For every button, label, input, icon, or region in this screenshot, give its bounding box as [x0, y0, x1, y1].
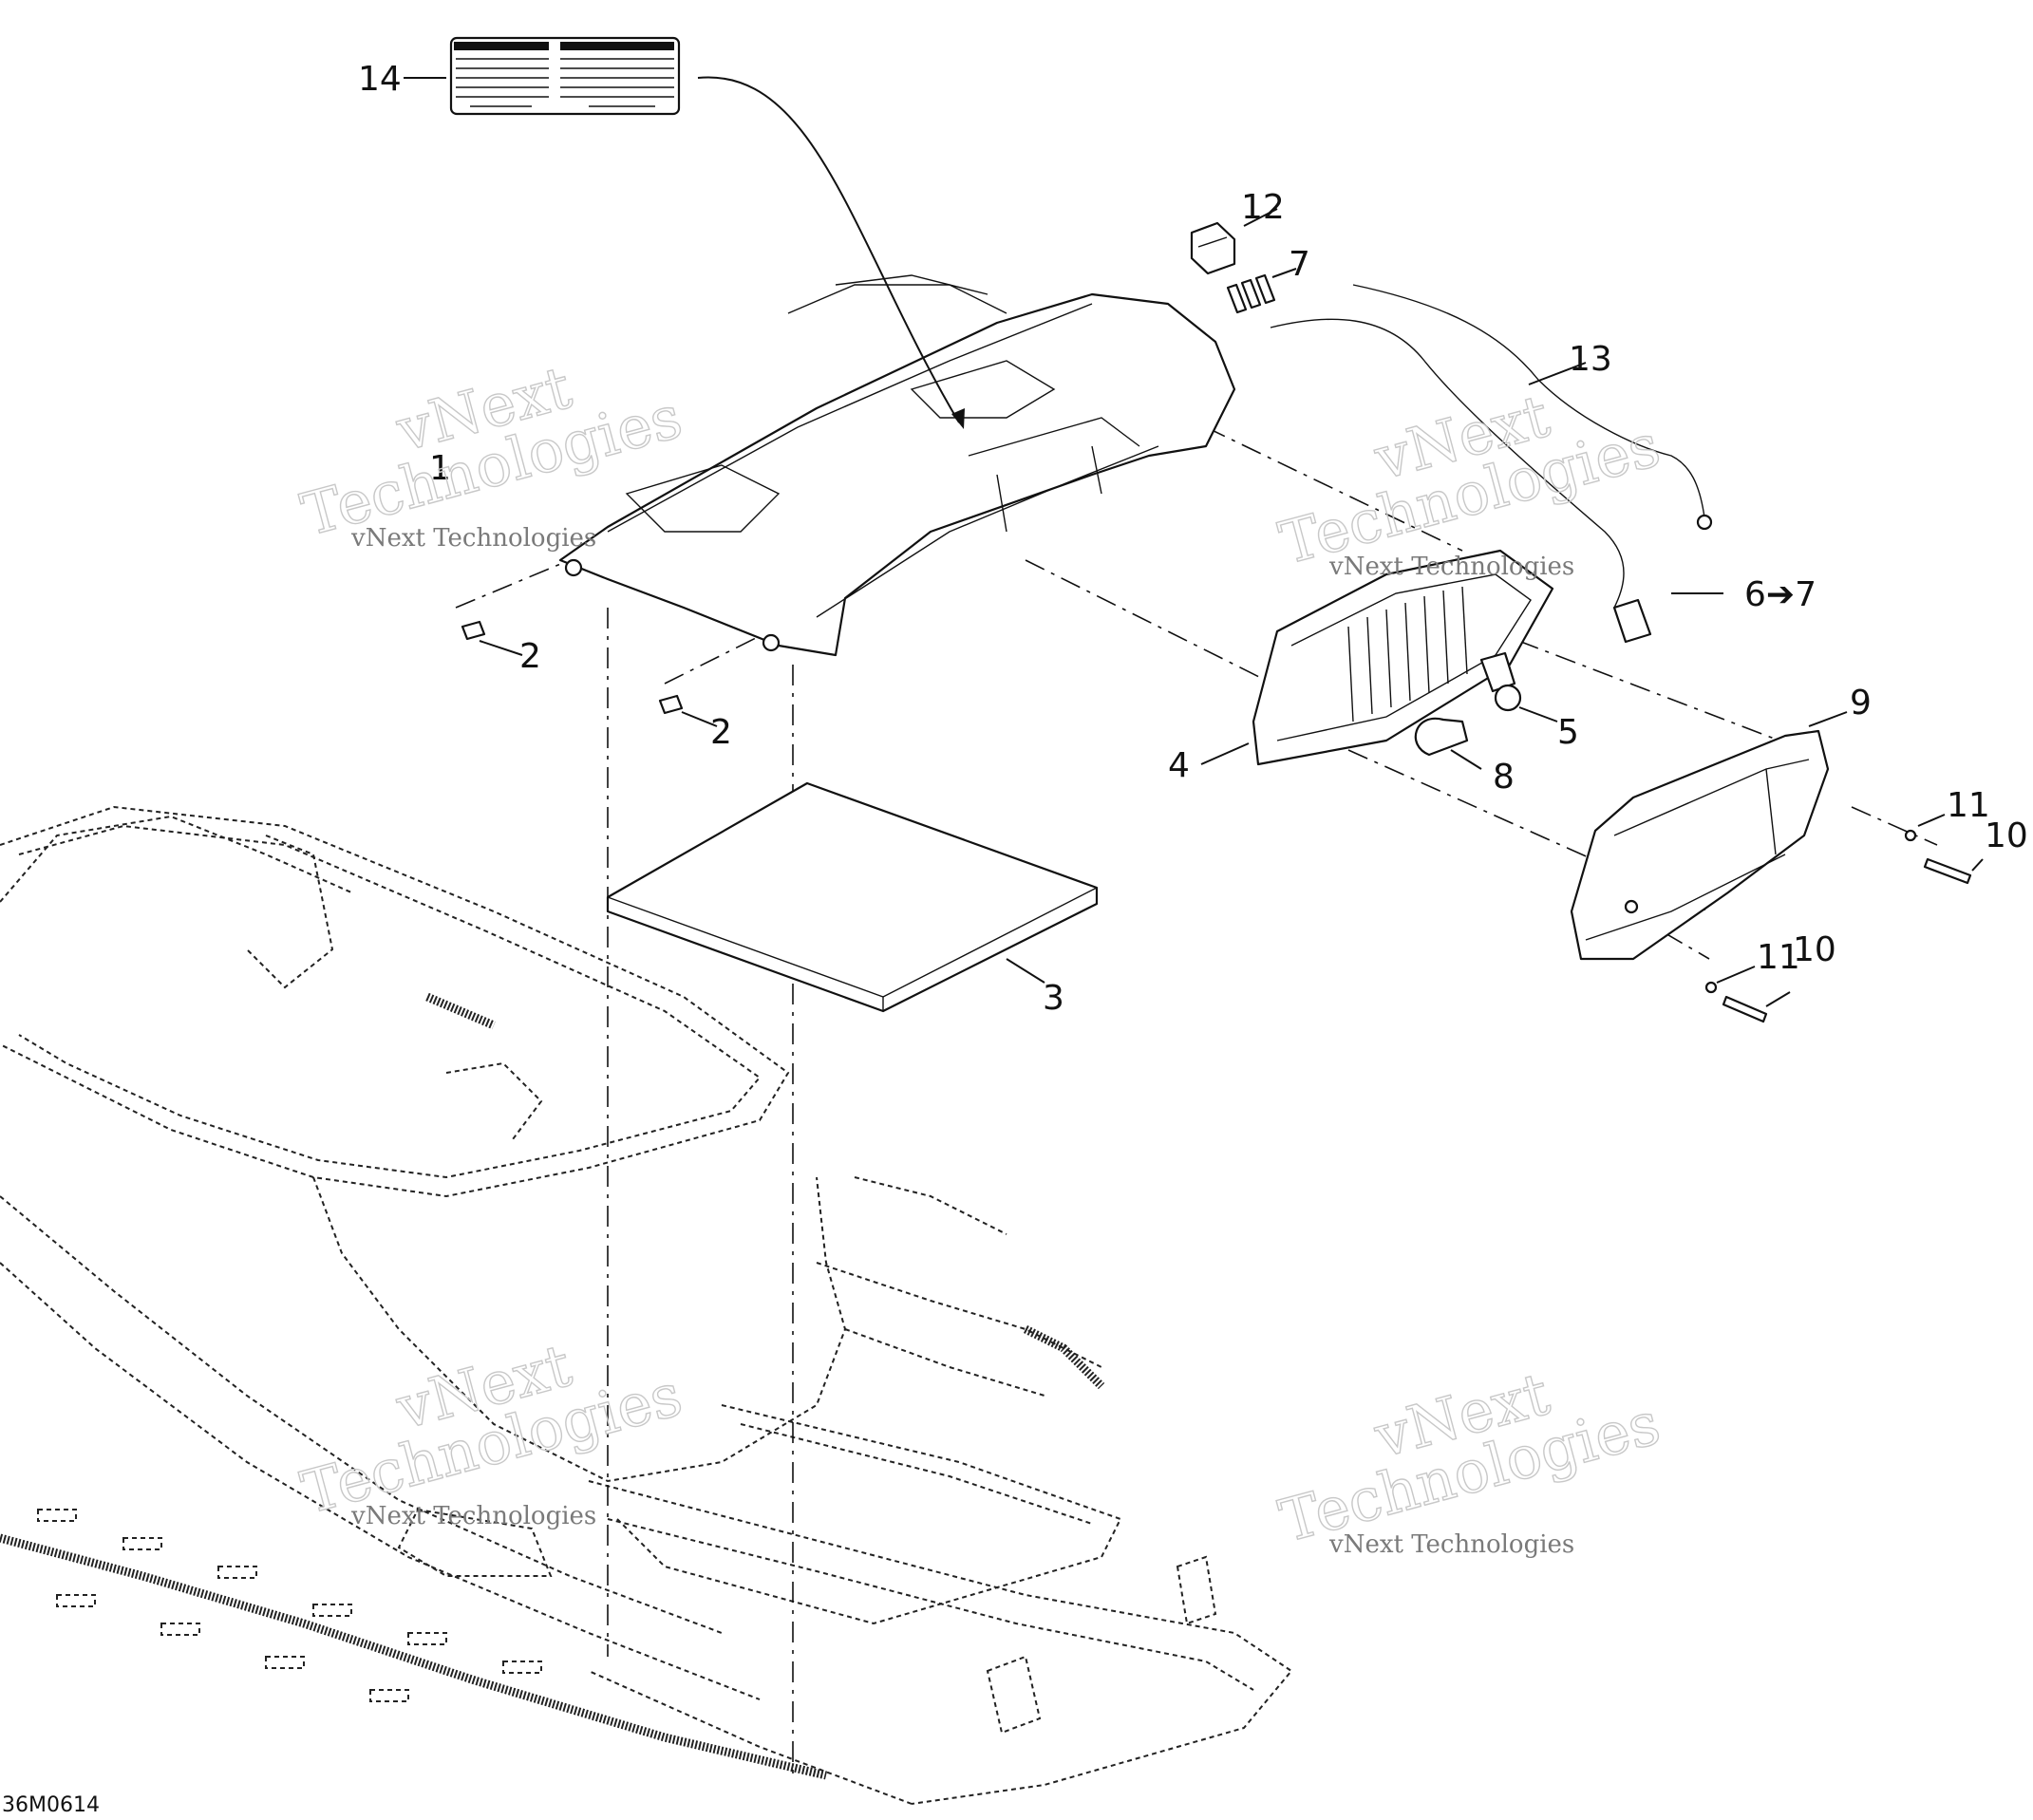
tail-lamp-lens-part-9 [1570, 729, 1830, 961]
callout-2b: 2 [710, 713, 732, 752]
callout-8: 8 [1493, 758, 1515, 797]
callout-7: 7 [1289, 245, 1310, 284]
svg-text:vNext Technologies: vNext Technologies [1328, 1530, 1574, 1559]
warning-label-part-14 [449, 36, 965, 429]
callout-numbers: 14 12 7 13 1 6➔7 2 2 9 5 4 8 11 10 11 10… [358, 60, 2028, 1018]
bulb-socket-part-5 [1479, 651, 1522, 712]
callout-1: 1 [429, 449, 451, 488]
screw-part-10a [1923, 857, 1972, 885]
watermark-bottom-left: vNext Technologies vNext Technologies [293, 1329, 689, 1530]
alignment-lines [455, 426, 1938, 1775]
drawing-code: 36M0614 [2, 1793, 100, 1817]
watermark-bottom-right: vNext Technologies vNext Technologies [1271, 1358, 1667, 1559]
callout-13: 13 [1569, 340, 1612, 379]
wiring-harness-part-13 [1270, 284, 1713, 644]
callout-3: 3 [1043, 979, 1064, 1018]
callout-6-to-7: 6➔7 [1744, 575, 1817, 614]
screw-part-10b [1722, 995, 1768, 1023]
callout-11b: 11 [1757, 938, 1800, 977]
callout-10b: 10 [1793, 930, 1836, 969]
rear-rack-part-1 [558, 274, 1236, 657]
callout-11a: 11 [1947, 786, 1990, 825]
svg-text:vNext Technologies: vNext Technologies [1328, 553, 1574, 581]
washer-part-11a [1904, 829, 1917, 842]
callout-9: 9 [1850, 684, 1872, 722]
tail-lamp-housing-part-4 [1252, 549, 1554, 766]
callout-14: 14 [358, 60, 402, 99]
washer-part-11b [1704, 981, 1718, 994]
terminals-part-7 [1226, 273, 1276, 314]
svg-text:vNext Technologies: vNext Technologies [350, 524, 596, 553]
bulb-part-8 [1414, 717, 1469, 757]
callout-2a: 2 [519, 637, 541, 676]
screw-part-2b [658, 694, 684, 715]
snowmobile-frame [0, 805, 1293, 1805]
screw-part-2a [461, 620, 486, 641]
connector-housing-part-12 [1190, 221, 1236, 275]
callout-4: 4 [1168, 746, 1190, 785]
svg-text:vNext Technologies: vNext Technologies [350, 1502, 596, 1530]
callout-5: 5 [1557, 713, 1579, 752]
callout-12: 12 [1241, 188, 1285, 227]
callout-10a: 10 [1985, 816, 2028, 855]
pad-part-3 [606, 781, 1099, 1013]
leader-lines [404, 77, 1984, 1007]
